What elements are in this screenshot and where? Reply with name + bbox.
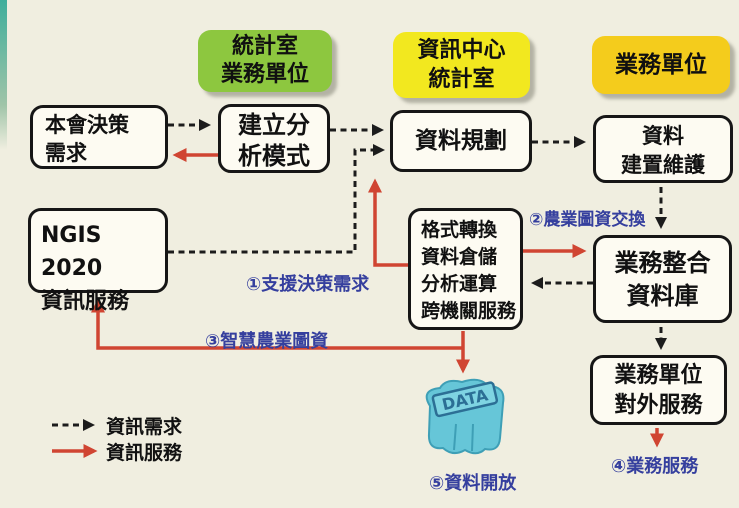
header-business-unit: 業務單位 [592, 36, 730, 94]
box-line: 資料 [642, 124, 684, 148]
header-info-center: 資訊中心 統計室 [393, 32, 530, 98]
header-line: 業務單位 [615, 52, 707, 78]
box-line: 業務整合 [614, 249, 711, 277]
box-line: 跨機關服務 [421, 300, 517, 322]
header-line: 統計室 [428, 67, 495, 92]
legend-dashed-label: 資訊需求 [106, 416, 183, 438]
scan-edge-strip [0, 0, 7, 150]
flow-label-business-service: ④業務服務 [611, 456, 699, 477]
box-line: 資訊服務 [41, 289, 130, 314]
box-line: NGIS 2020 [41, 223, 103, 281]
box-data-planning: 資料規劃 [390, 110, 532, 172]
legend-solid-label: 資訊服務 [106, 442, 183, 464]
box-data-maintenance: 資料 建置維護 [593, 115, 733, 183]
header-line: 統計室 [231, 34, 298, 59]
box-services: 格式轉換 資料倉儲 分析運算 跨機關服務 [408, 208, 523, 330]
box-line: 業務單位 [614, 363, 703, 388]
flow-label-support-decision: ①支援決策需求 [246, 274, 370, 295]
box-integrated-database: 業務整合 資料庫 [593, 235, 732, 323]
box-analysis-model: 建立分 析模式 [218, 104, 330, 173]
flow-label-smart-agri-map: ③智慧農業圖資 [205, 331, 329, 352]
box-line: 對外服務 [614, 393, 703, 418]
header-line: 資訊中心 [417, 38, 506, 63]
box-line: 建立分 [238, 111, 310, 139]
arrow-services-to-model [368, 178, 408, 267]
box-external-services: 業務單位 對外服務 [590, 355, 727, 425]
box-line: 資料倉儲 [421, 246, 498, 268]
box-decision-needs: 本會決策 需求 [30, 105, 168, 169]
box-line: 分析運算 [421, 273, 498, 295]
box-line: 資料規劃 [415, 128, 507, 154]
arrow-services-to-ngis [91, 298, 463, 350]
box-line: 格式轉換 [421, 219, 498, 241]
box-line: 資料庫 [626, 282, 699, 310]
flow-label-open-data: ⑤資料開放 [429, 473, 517, 494]
box-line: 建置維護 [621, 153, 705, 177]
data-icon: DATA [425, 378, 505, 455]
header-line: 業務單位 [220, 62, 309, 87]
header-statistics-office: 統計室 業務單位 [198, 30, 332, 92]
box-line: 需求 [45, 141, 87, 165]
box-ngis-2020: NGIS 2020 資訊服務 [28, 208, 168, 314]
flow-label-map-exchange: ②農業圖資交換 [529, 210, 646, 230]
box-line: 析模式 [238, 142, 310, 170]
box-line: 本會決策 [45, 113, 129, 137]
